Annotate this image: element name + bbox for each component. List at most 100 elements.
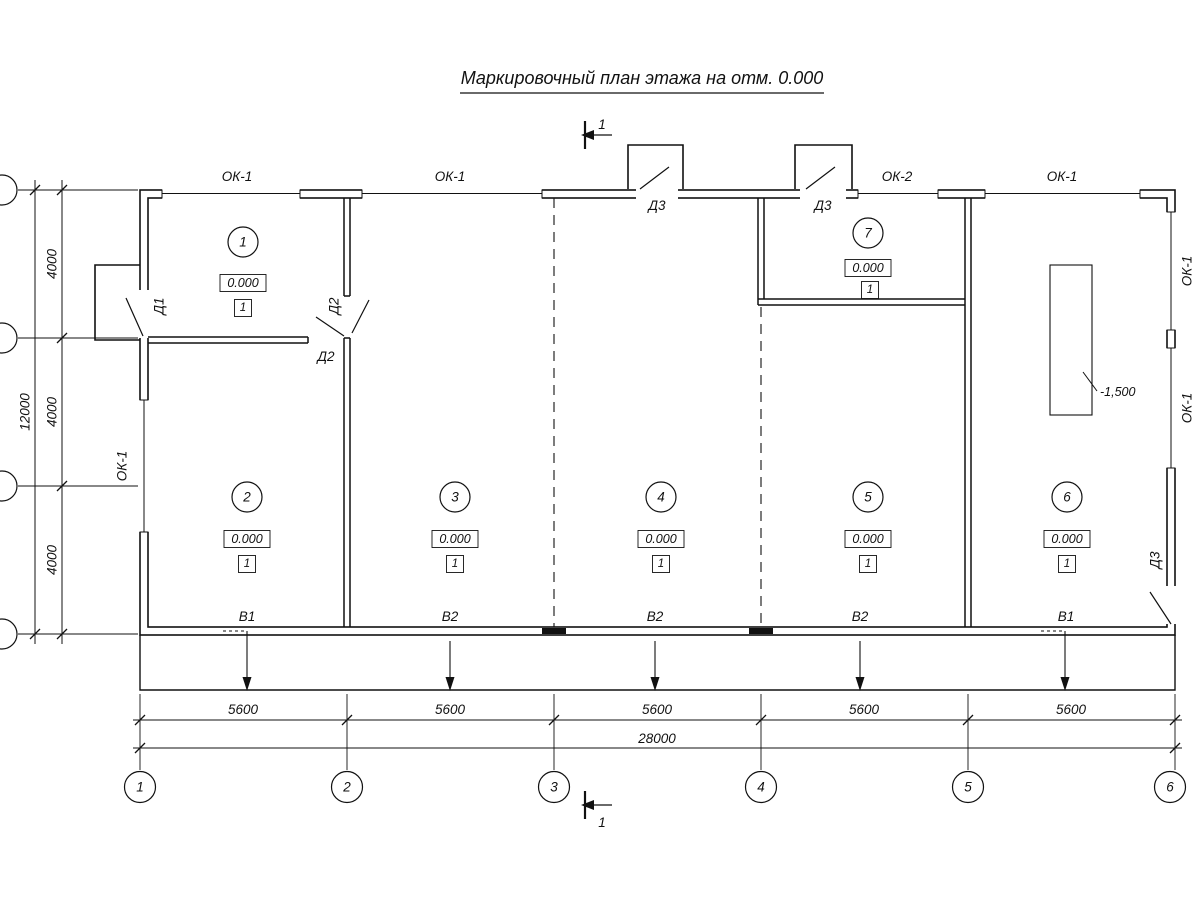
section-arrow-head bbox=[581, 130, 594, 140]
finish-type: 1 bbox=[240, 302, 246, 314]
window-label-ok1-top-left: ОК-1 bbox=[222, 169, 252, 184]
room-number-circle bbox=[645, 481, 677, 513]
dim-total-width: 28000 bbox=[637, 731, 676, 746]
room-elevation: 0.000 bbox=[439, 532, 470, 546]
elevation-box bbox=[223, 530, 271, 548]
window-label-ok1-left: ОК-1 bbox=[115, 451, 130, 481]
sill-mark bbox=[542, 628, 566, 634]
elevation-box bbox=[844, 530, 892, 548]
door-labels: Д1 Д2 Д2 Д3 Д3 Д3 bbox=[152, 198, 1163, 571]
door-label-d3-tambour-left: Д3 bbox=[646, 198, 666, 213]
finish-type-box bbox=[861, 281, 879, 299]
elevation-box bbox=[431, 530, 479, 548]
grid-bubble-6 bbox=[1153, 770, 1187, 804]
grid-bubble-1-label: 1 bbox=[136, 780, 144, 795]
room-elevation: 0.000 bbox=[852, 532, 883, 546]
room-number: 1 bbox=[239, 235, 247, 250]
window-center-lines bbox=[143, 193, 1172, 532]
outlet-label-v2-a: В2 bbox=[442, 609, 459, 624]
row-grid-bubble bbox=[0, 322, 18, 354]
dimension-ticks bbox=[134, 714, 1181, 754]
outlet-label-v1-left: В1 bbox=[239, 609, 256, 624]
room-marker-4: 4 0.000 1 bbox=[637, 481, 685, 573]
door-label-d1: Д1 bbox=[152, 297, 167, 316]
room-elevation: 0.000 bbox=[227, 276, 258, 290]
elevation-box bbox=[844, 259, 892, 277]
row-grid-bubble bbox=[0, 470, 18, 502]
finish-type: 1 bbox=[1064, 558, 1070, 570]
room-elevation: 0.000 bbox=[852, 261, 883, 275]
outlet-label-v2-c: В2 bbox=[852, 609, 869, 624]
room-number: 3 bbox=[451, 490, 459, 505]
extension-lines bbox=[18, 189, 138, 635]
room-number-circle bbox=[227, 226, 259, 258]
finish-type-box bbox=[238, 555, 256, 573]
interior-wall-lines bbox=[148, 198, 972, 627]
window-symbols bbox=[139, 189, 1176, 533]
grid-bubble-6-label: 6 bbox=[1166, 780, 1174, 795]
outlet-arrow-head bbox=[445, 677, 455, 691]
window-label-ok1-right-lower: ОК-1 bbox=[1180, 393, 1195, 423]
finish-type-box bbox=[652, 555, 670, 573]
pit: -1,500 bbox=[1049, 264, 1135, 416]
outlet-arrow-shafts bbox=[246, 631, 1066, 680]
room-number: 5 bbox=[864, 490, 872, 505]
dim-bay-5: 5600 bbox=[1056, 702, 1087, 717]
dim-bay-3: 5600 bbox=[642, 702, 673, 717]
room-elevation: 0.000 bbox=[645, 532, 676, 546]
section-number-top: 1 bbox=[598, 117, 606, 132]
room-marker-2: 2 0.000 1 bbox=[223, 481, 271, 573]
finish-type-box bbox=[234, 299, 252, 317]
room-elevation: 0.000 bbox=[231, 532, 262, 546]
section-number-bottom: 1 bbox=[598, 815, 606, 830]
finish-type-box bbox=[1058, 555, 1076, 573]
grid-bubble-5-label: 5 bbox=[964, 780, 972, 795]
dim-bay-2: 5600 bbox=[435, 702, 466, 717]
elevation-box bbox=[1043, 530, 1091, 548]
pit-elevation-label: -1,500 bbox=[1100, 385, 1135, 399]
grid-bubble-2-label: 2 bbox=[342, 780, 351, 795]
pit-rectangle bbox=[1049, 264, 1093, 416]
finish-type: 1 bbox=[658, 558, 664, 570]
room-number: 2 bbox=[242, 490, 251, 505]
finish-type: 1 bbox=[865, 558, 871, 570]
room-number-circle bbox=[852, 217, 884, 249]
row-grid-bubble bbox=[0, 174, 18, 206]
window-label-ok2-top: ОК-2 bbox=[882, 169, 913, 184]
room-marker-5: 5 0.000 1 bbox=[844, 481, 892, 573]
outlet-arrow-head bbox=[855, 677, 865, 691]
room-number-circle bbox=[852, 481, 884, 513]
window-label-ok1-right-upper: ОК-1 bbox=[1180, 256, 1195, 286]
pit-leader-line bbox=[1082, 371, 1098, 392]
room-elevation: 0.000 bbox=[1051, 532, 1082, 546]
door-label-d3-tambour-right: Д3 bbox=[812, 198, 832, 213]
dimension-lines bbox=[34, 180, 63, 644]
door-leaf-lines bbox=[125, 166, 1172, 625]
column-grid-bubbles: 1 2 3 4 5 6 bbox=[123, 770, 1187, 804]
dimension-ticks bbox=[29, 184, 68, 640]
finish-type: 1 bbox=[452, 558, 458, 570]
window-labels: ОК-1 ОК-1 ОК-2 ОК-1 ОК-1 ОК-1 ОК-1 bbox=[115, 169, 1195, 481]
sill-mark bbox=[749, 628, 773, 634]
extension-lines bbox=[139, 694, 1176, 770]
room-marker-1: 1 0.000 1 bbox=[219, 226, 267, 317]
window-end-ticks bbox=[139, 189, 1176, 533]
outlet-label-v1-right: В1 bbox=[1058, 609, 1075, 624]
dim-total-height: 12000 bbox=[18, 393, 33, 431]
dim-row-2: 4000 bbox=[45, 396, 60, 427]
outlet-label-v2-b: В2 bbox=[647, 609, 664, 624]
grid-bubble-4-label: 4 bbox=[757, 780, 765, 795]
outlet-arrow-head bbox=[650, 677, 660, 691]
room-number: 6 bbox=[1063, 490, 1071, 505]
row-grid-bubble bbox=[0, 618, 18, 650]
room-marker-6: 6 0.000 1 bbox=[1043, 481, 1091, 573]
section-arrow-head bbox=[581, 800, 594, 810]
section-cut-bottom: 1 bbox=[581, 791, 612, 830]
room-number: 7 bbox=[864, 226, 872, 241]
room-number-circle bbox=[1051, 481, 1083, 513]
outlet-arrow-head bbox=[1060, 677, 1070, 691]
elevation-box bbox=[637, 530, 685, 548]
room-number-circle bbox=[439, 481, 471, 513]
